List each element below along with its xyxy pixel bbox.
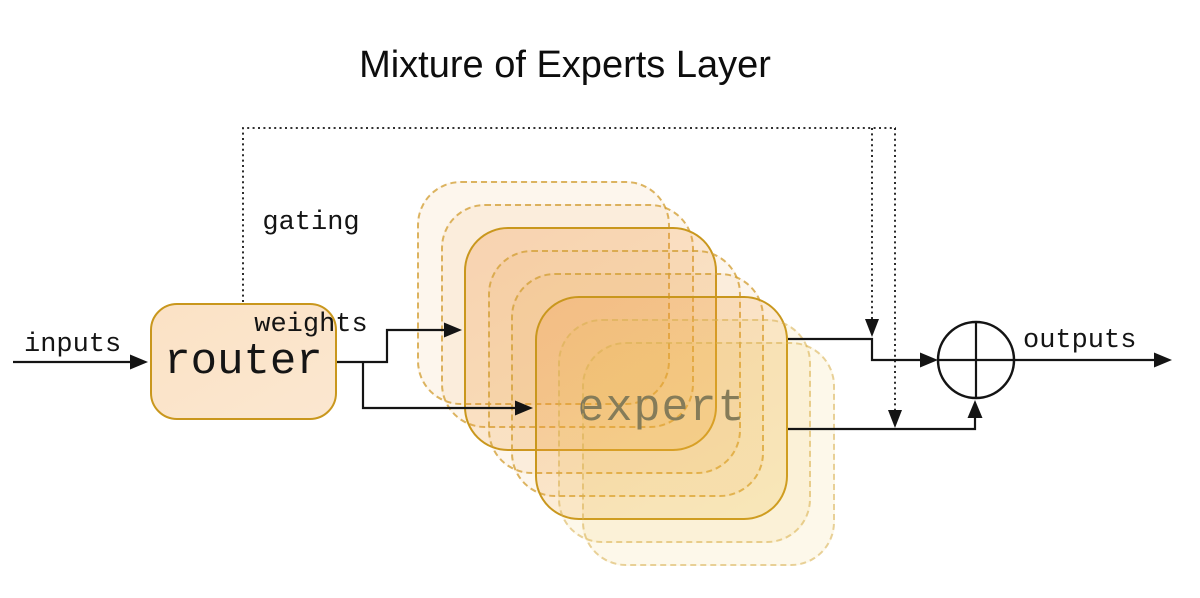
gating-arrowhead-1-icon: [865, 319, 879, 337]
sum-bottom-arrowhead-icon: [967, 400, 983, 418]
inputs-label: inputs: [24, 330, 122, 360]
gating-weights-line2: weights: [254, 310, 368, 340]
sum-node-circled-plus-icon: [936, 320, 1016, 400]
gating-arrowhead-2-icon: [888, 410, 902, 428]
expert-box-ghost-6: [582, 342, 835, 566]
diagram-title: Mixture of Experts Layer: [359, 44, 771, 86]
sum-left-arrowhead-icon: [920, 352, 938, 368]
expert-label: expert: [577, 382, 746, 434]
gating-weights-label: gating weights: [246, 138, 376, 410]
router-node: router: [150, 303, 337, 420]
outputs-label: outputs: [1023, 326, 1137, 356]
inputs-arrowhead-icon: [130, 354, 148, 370]
router-label: router: [164, 336, 323, 387]
gating-weights-line1: gating: [262, 208, 360, 238]
outputs-arrowhead-icon: [1154, 352, 1172, 368]
